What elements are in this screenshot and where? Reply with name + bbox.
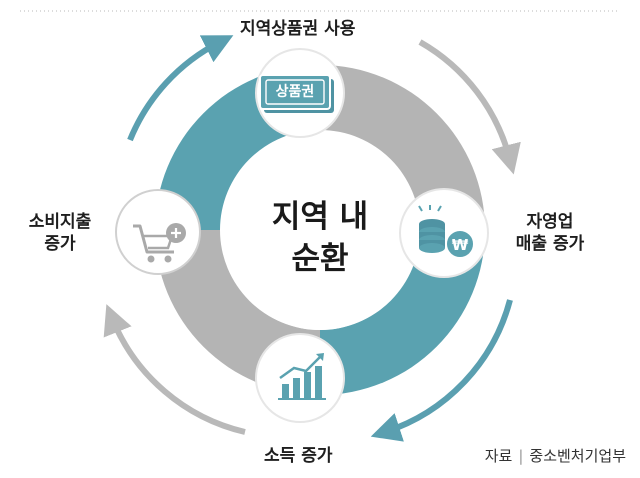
bar-growth-chart-icon (278, 353, 326, 400)
gift-voucher-icon (259, 74, 334, 113)
stage-label-top: 지역상품권 사용 (240, 19, 356, 39)
voucher-badge-text: 상품권 (275, 84, 315, 100)
center-title: 지역 내 순환 (240, 196, 400, 280)
source-credit: 자료 | 중소벤처기업부 (485, 445, 626, 466)
node-right: ₩ (399, 188, 489, 278)
node-left (115, 189, 201, 275)
center-title-line1: 지역 내 (271, 199, 369, 235)
stage-label-right: 자영업 매출 증가 (500, 211, 600, 255)
node-bottom (255, 333, 345, 423)
node-top (255, 48, 345, 138)
arrow-top-right (418, 39, 521, 175)
coin-stack-icon: ₩ (418, 205, 475, 259)
center-title-line2: 순환 (291, 241, 349, 277)
source-value: 중소벤처기업부 (529, 447, 626, 465)
stage-label-left-line2: 증가 (44, 234, 76, 254)
stage-label-left-line1: 소비지출 (28, 212, 92, 232)
stage-label-left: 소비지출 증가 (20, 211, 100, 255)
svg-text:₩: ₩ (452, 236, 469, 254)
source-divider: | (518, 447, 524, 465)
stage-label-right-line1: 자영업 (526, 212, 574, 232)
stage-label-bottom: 소득 증가 (264, 446, 333, 466)
center-disc (222, 134, 418, 330)
arrow-top-left (127, 35, 234, 142)
arrow-bottom-right (370, 299, 513, 442)
stage-label-right-line2: 매출 증가 (515, 234, 585, 254)
arrow-bottom-left (103, 304, 246, 435)
shopping-cart-add-icon (133, 223, 186, 263)
source-label: 자료 (484, 447, 513, 465)
